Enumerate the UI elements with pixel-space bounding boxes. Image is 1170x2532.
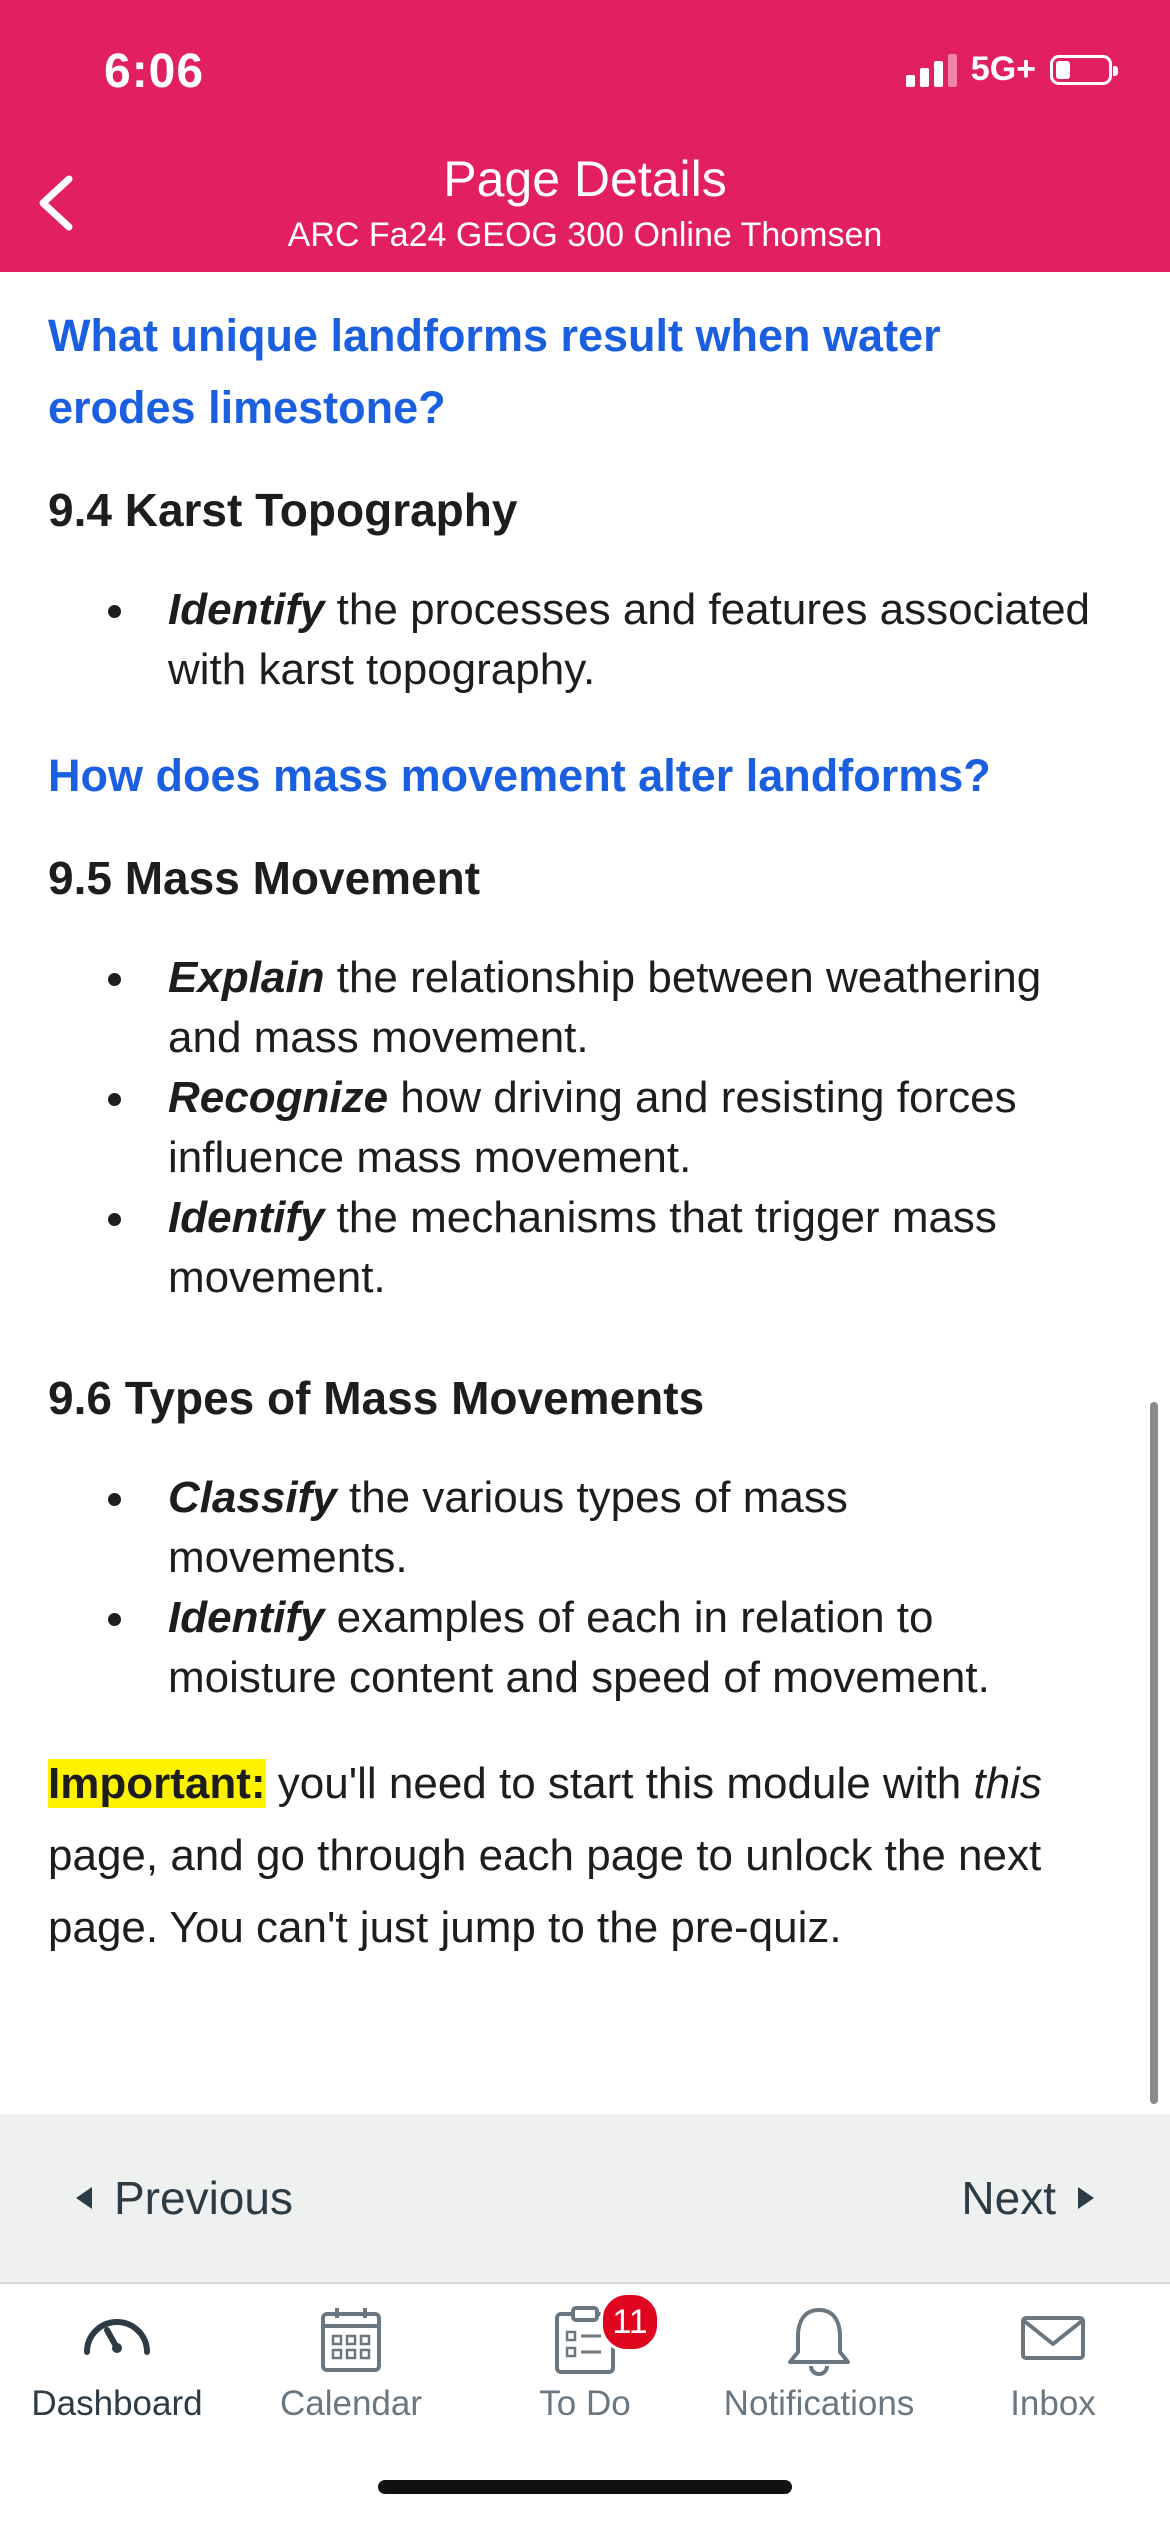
list-item: Explain the relationship between weather… — [108, 948, 1098, 1068]
objective-list-mass-movement-types: Classify the various types of mass movem… — [48, 1468, 1098, 1708]
important-note: Important: you'll need to start this mod… — [48, 1759, 1042, 1952]
signal-icon — [905, 53, 957, 87]
tab-notifications[interactable]: Notifications — [702, 2284, 936, 2454]
status-time: 6:06 — [104, 45, 205, 98]
page-title: Page Details — [443, 151, 727, 207]
list-item: Identify examples of each in relation to… — [108, 1588, 1098, 1708]
important-label: Important: — [48, 1759, 266, 1808]
tab-inbox[interactable]: Inbox — [936, 2284, 1170, 2454]
list-item: Recognize how driving and resisting forc… — [108, 1068, 1098, 1188]
tab-todo[interactable]: 11 To Do — [468, 2284, 702, 2454]
calendar-icon — [321, 2308, 381, 2372]
envelope-icon — [1021, 2316, 1085, 2360]
triangle-left-icon — [76, 2187, 92, 2209]
tab-label: Inbox — [1010, 2384, 1096, 2423]
question-heading-karst: What unique landforms result when water … — [48, 310, 941, 433]
section-title-mass-movement-types: 9.6 Types of Mass Movements — [48, 1372, 705, 1424]
page-navigation: Previous Next — [0, 2114, 1170, 2284]
tab-label: Notifications — [723, 2384, 915, 2423]
list-item: Identify the mechanisms that trigger mas… — [108, 1188, 1098, 1308]
tab-calendar[interactable]: Calendar — [234, 2284, 468, 2454]
emphasis-text: this — [973, 1759, 1042, 1808]
scrollbar[interactable] — [1150, 1402, 1158, 2104]
question-heading-mass-movement: How does mass movement alter landforms? — [48, 750, 991, 801]
tab-dashboard[interactable]: Dashboard — [0, 2284, 234, 2454]
section-title-karst: 9.4 Karst Topography — [48, 484, 518, 536]
next-button[interactable]: Next — [961, 2114, 1096, 2282]
status-indicators: 5G+ — [905, 50, 1118, 89]
section-title-mass-movement: 9.5 Mass Movement — [48, 852, 481, 904]
page-content: What unique landforms result when water … — [48, 300, 1098, 1964]
list-item: Classify the various types of mass movem… — [108, 1468, 1098, 1588]
objective-list-mass-movement: Explain the relationship between weather… — [48, 948, 1098, 1308]
list-item: Identify the processes and features asso… — [108, 580, 1098, 700]
tab-bar: Dashboard Calendar 11 To Do — [0, 2284, 1170, 2532]
dashboard-gauge-icon — [84, 2319, 150, 2355]
home-indicator[interactable] — [378, 2480, 792, 2494]
tab-label: To Do — [539, 2384, 631, 2423]
back-button[interactable] — [20, 168, 90, 238]
previous-label: Previous — [114, 2172, 293, 2224]
app-header: 6:06 5G+ Page Details ARC Fa24 GEOG 300 … — [0, 0, 1170, 272]
todo-count-badge: 11 — [600, 2292, 660, 2352]
bell-icon — [788, 2308, 850, 2376]
battery-icon — [1050, 54, 1118, 85]
previous-button[interactable]: Previous — [74, 2114, 293, 2282]
tab-label: Dashboard — [31, 2384, 203, 2423]
tab-label: Calendar — [279, 2384, 423, 2423]
course-subtitle: ARC Fa24 GEOG 300 Online Thomsen — [287, 216, 883, 254]
triangle-right-icon — [1078, 2187, 1094, 2209]
network-label: 5G+ — [970, 50, 1036, 88]
objective-list-karst: Identify the processes and features asso… — [48, 580, 1098, 700]
next-label: Next — [961, 2172, 1056, 2224]
chevron-left-icon — [39, 175, 73, 231]
